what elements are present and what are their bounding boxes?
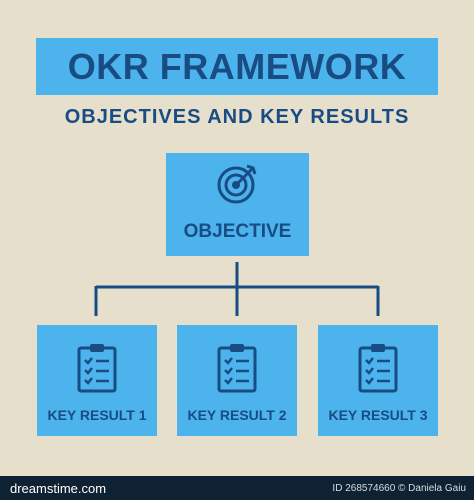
key-result-box-3: KEY RESULT 3 [318, 325, 438, 436]
key-result-box-2: KEY RESULT 2 [177, 325, 297, 436]
key-result-box-1: KEY RESULT 1 [37, 325, 157, 436]
footer-credit: ID 268574660 © Daniela Gaiu [332, 482, 466, 494]
target-icon [217, 164, 257, 204]
footer-brand: dreamstime.com [10, 480, 107, 496]
objective-label: OBJECTIVE [183, 221, 292, 242]
key-result-label-1: KEY RESULT 1 [47, 407, 147, 423]
checklist-icon [358, 344, 398, 393]
footer-bar: dreamstime.com ID 268574660 © Daniela Ga… [0, 476, 474, 500]
diagram-title: OKR FRAMEWORK [67, 45, 407, 87]
key-result-label-2: KEY RESULT 2 [187, 407, 287, 423]
diagram-subtitle: OBJECTIVES AND KEY RESULTS [64, 106, 410, 128]
objective-box: OBJECTIVE [166, 153, 309, 256]
title-banner: OKR FRAMEWORK [36, 38, 438, 95]
checklist-icon [217, 344, 257, 393]
key-result-label-3: KEY RESULT 3 [328, 407, 428, 423]
checklist-icon [77, 344, 117, 393]
